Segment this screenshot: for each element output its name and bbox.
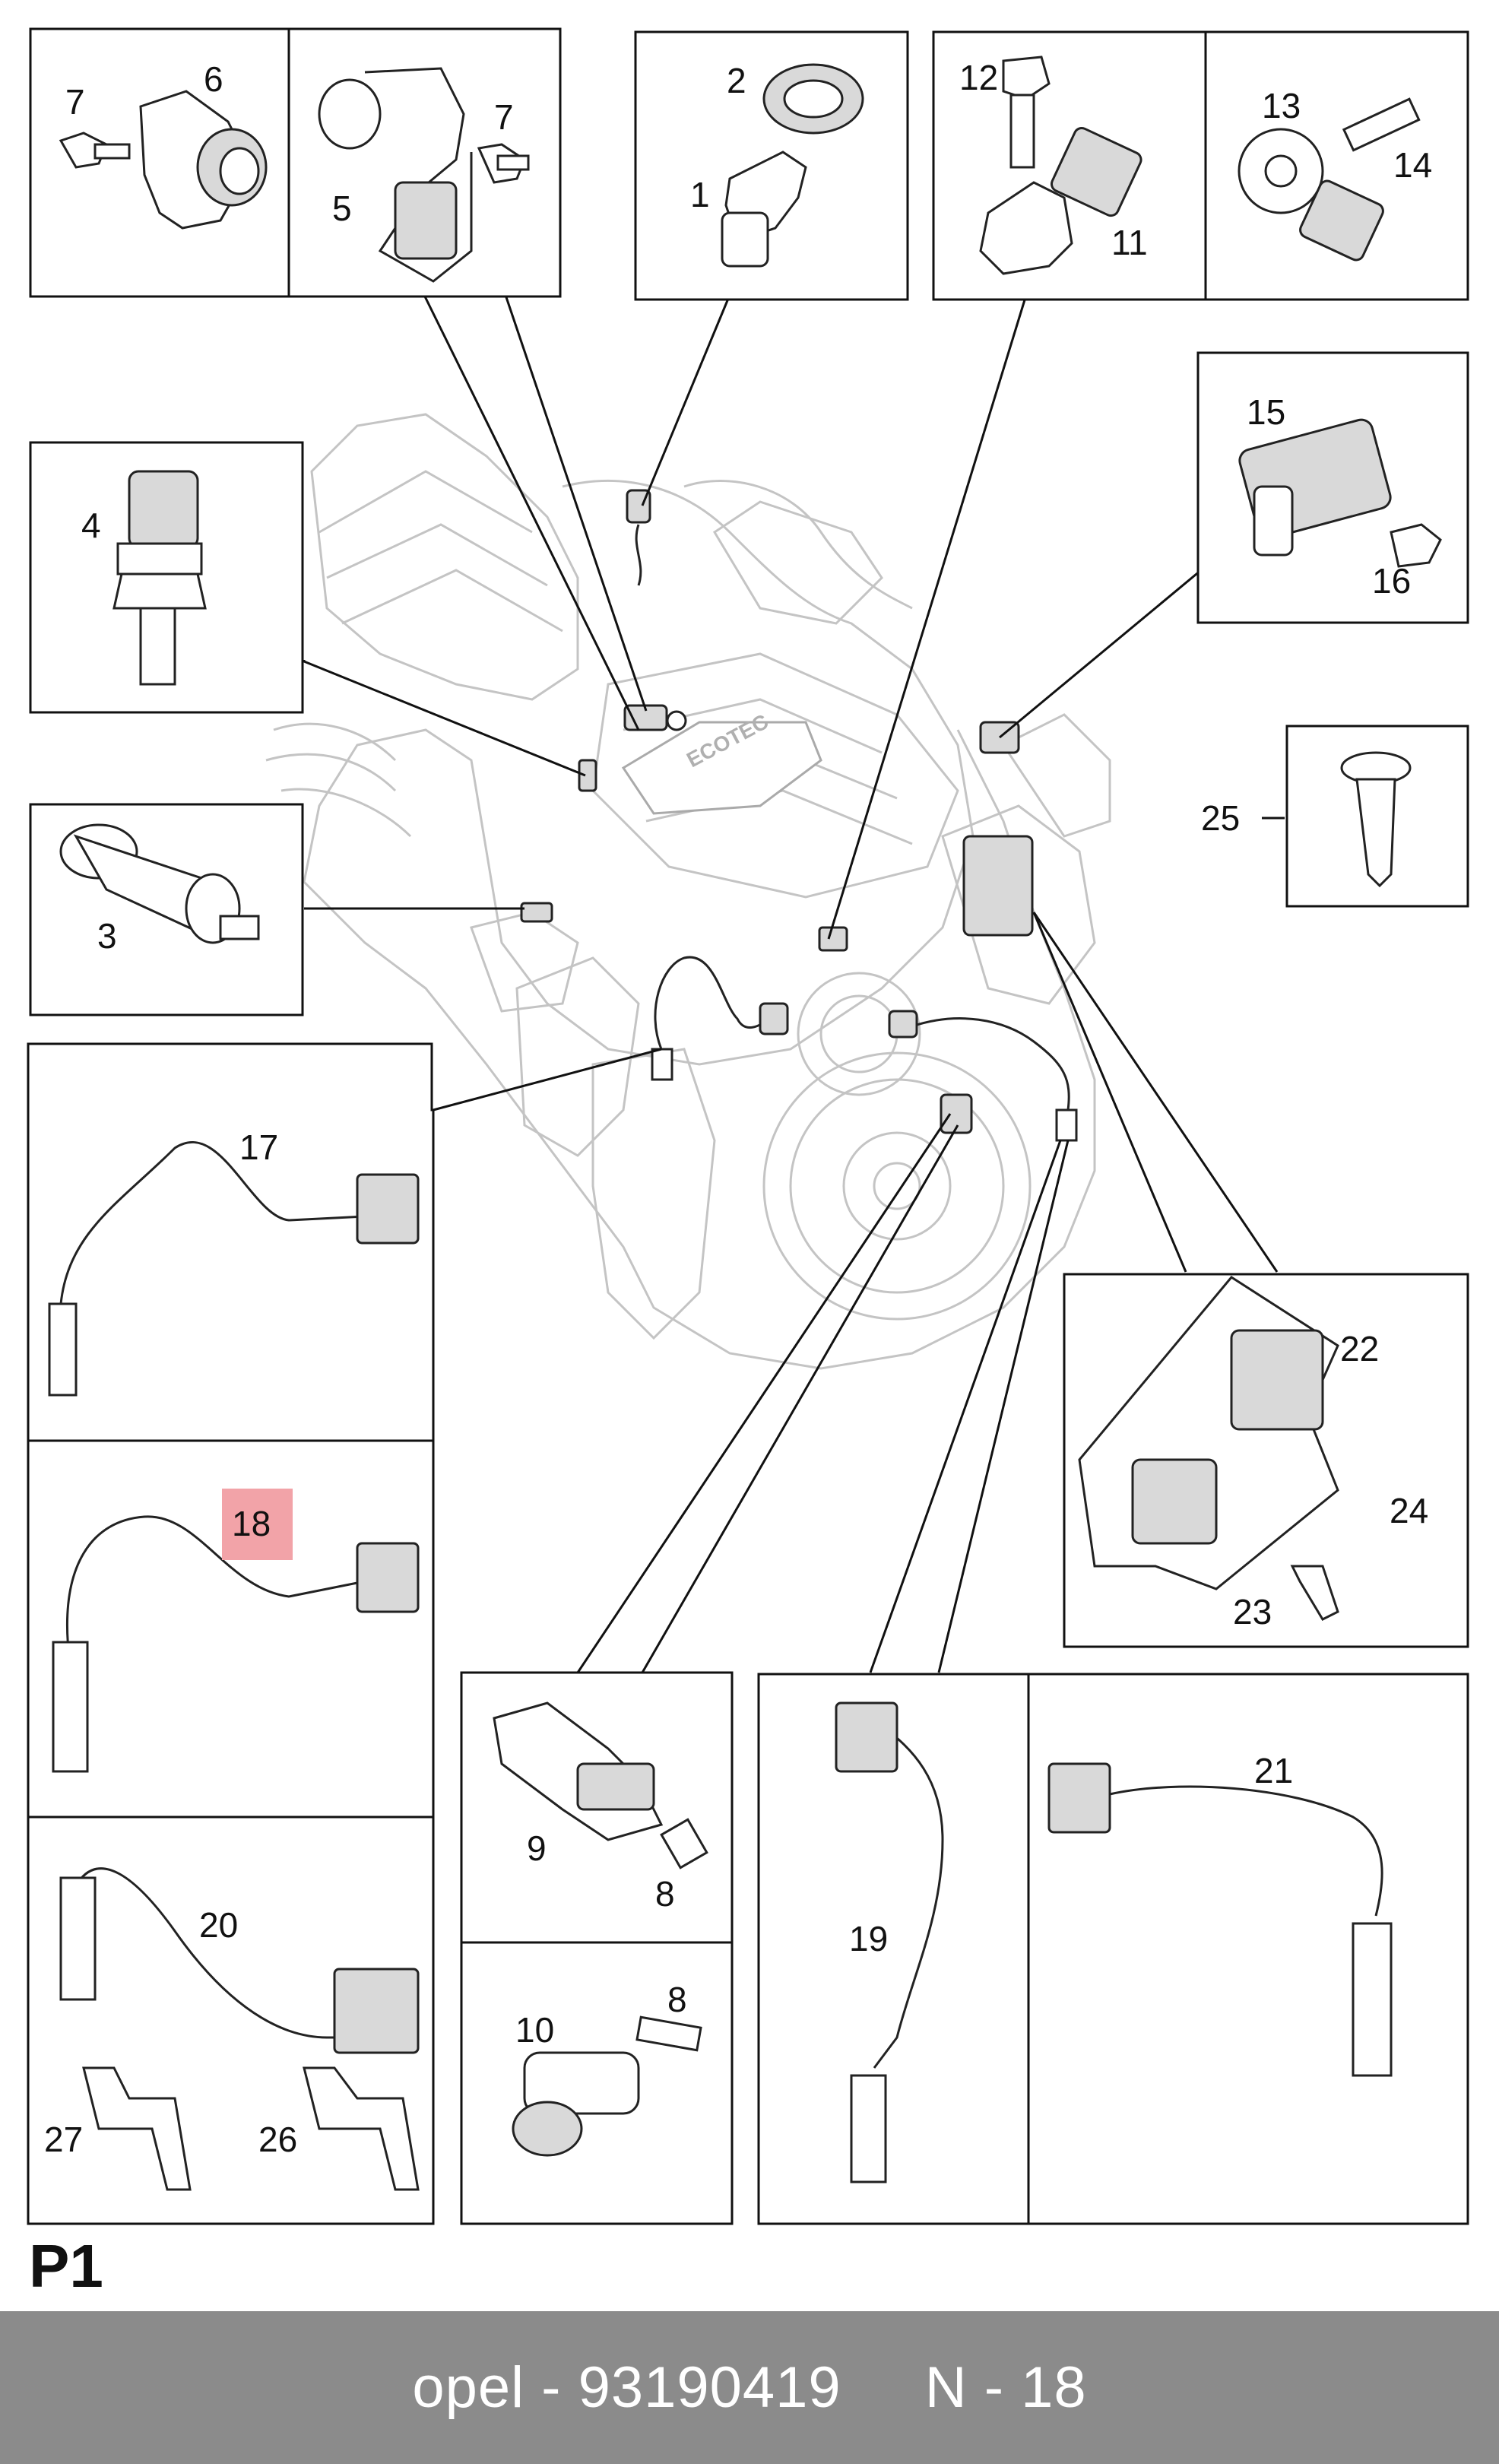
box-frames — [27, 27, 1469, 2225]
callout-4[interactable]: 4 — [81, 506, 101, 545]
callout-19[interactable]: 19 — [849, 1919, 888, 1958]
callout-17[interactable]: 17 — [239, 1127, 278, 1167]
separator: - — [524, 2355, 578, 2420]
callout-1[interactable]: 1 — [690, 175, 710, 214]
callout-22[interactable]: 22 — [1340, 1329, 1379, 1368]
callout-27[interactable]: 27 — [44, 2120, 83, 2159]
part-number: 93190419 — [578, 2355, 841, 2420]
callout-9[interactable]: 9 — [527, 1828, 547, 1868]
callout-6[interactable]: 6 — [204, 59, 223, 99]
page-label: P1 — [29, 2232, 103, 2300]
callout-8[interactable]: 8 — [655, 1874, 675, 1914]
callout-20[interactable]: 20 — [199, 1905, 238, 1945]
callout-15[interactable]: 15 — [1247, 392, 1285, 432]
brand-name: opel — [412, 2355, 525, 2420]
footer-bar: opel - 93190419 N - 18 — [0, 2311, 1499, 2464]
callout-10[interactable]: 10 — [515, 2010, 554, 2050]
parts-diagram: ECOTEC — [27, 27, 1469, 2225]
callout-26[interactable]: 26 — [258, 2120, 297, 2159]
callout-12[interactable]: 12 — [959, 58, 998, 97]
position-label: N - 18 — [924, 2355, 1087, 2420]
callout-5[interactable]: 5 — [332, 189, 352, 228]
callout-25[interactable]: 25 — [1201, 798, 1240, 838]
part-drawings — [48, 55, 1442, 2191]
callout-13[interactable]: 13 — [1262, 86, 1301, 125]
callout-11[interactable]: 11 — [1111, 223, 1148, 262]
callout-23[interactable]: 23 — [1233, 1592, 1272, 1632]
callout-24[interactable]: 24 — [1390, 1491, 1428, 1530]
highlight-box — [222, 1489, 293, 1560]
leader-lines — [303, 294, 1279, 1673]
callout-2[interactable]: 2 — [727, 61, 746, 100]
callout-21[interactable]: 21 — [1254, 1751, 1293, 1790]
callout-7[interactable]: 7 — [494, 97, 514, 137]
callout-7[interactable]: 7 — [65, 82, 85, 122]
callout-14[interactable]: 14 — [1393, 145, 1432, 185]
callout-labels: 7 6 5 7 2 1 12 11 13 14 4 15 16 25 3 17 … — [44, 58, 1432, 2159]
engine-illustration: ECOTEC — [265, 413, 1111, 1370]
callout-16[interactable]: 16 — [1372, 561, 1411, 601]
callout-3[interactable]: 3 — [97, 916, 117, 956]
footer-text: opel - 93190419 N - 18 — [0, 2311, 1499, 2464]
callout-8[interactable]: 8 — [667, 1980, 687, 2019]
callout-18[interactable]: 18 — [232, 1504, 271, 1543]
